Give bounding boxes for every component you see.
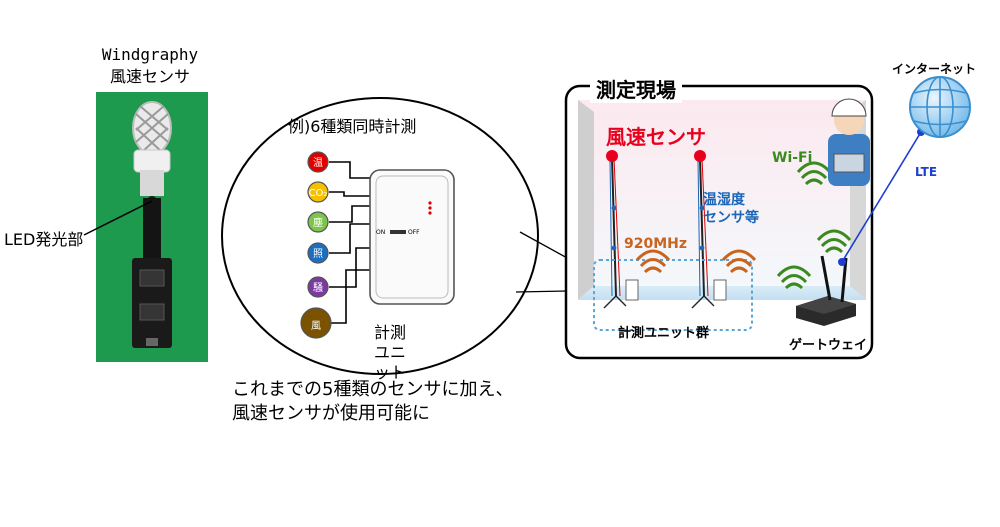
badge-wiring [329,161,370,324]
sensor-badge-label: 騒 [313,282,323,294]
unit-group-box [593,259,753,331]
internet-label: インターネット [892,62,977,76]
lte-link-line [841,131,922,263]
wind-sensor-photo [96,92,208,362]
sensor-title-line1: Windgraphy [101,45,199,64]
sensor-connector-block [132,258,172,348]
sensor-badge-circle [307,181,329,203]
sensor-badge-label: CO₂ [309,188,328,199]
led-label: LED発光部 [4,230,84,249]
sensor-badge-label: 塵 [313,216,323,229]
humidity-sensor-label: 温湿度 センサ等 [703,191,759,227]
sensor-title: Windgraphy 風速センサ [80,44,220,88]
measurement-unit-device [369,169,455,305]
frequency-label: 920MHz [624,236,688,252]
wind-sensor-illustration [132,101,172,348]
radio-wave-icon [635,249,757,274]
feature-note-line1: これまでの5種類のセンサに加え、 [232,379,514,400]
sensor-badge-dust: 塵 [307,211,329,233]
wind-sensor-pole-left [603,150,627,309]
sensor-badge-wind: 風 [300,307,332,339]
sensor-shaft [143,198,161,260]
site-unit-right [713,279,727,301]
sensor-title-line2: 風速センサ [109,67,190,86]
lte-label: LTE [915,165,938,179]
worker-icon [828,98,870,186]
sensor-badge-co2: CO₂ [307,181,329,203]
sensor-badge-circle [307,211,329,233]
example-title: 例)6種類同時計測 [288,117,417,136]
humidity-sensor-label-line1: 温湿度 [703,192,745,208]
switch-on-text: ON [376,229,385,236]
sensor-badge-label: 照 [313,248,323,260]
humidity-sensor-label-line2: センサ等 [703,210,759,226]
feature-note-line2: 風速センサが使用可能に [232,403,430,424]
globe-icon [909,76,971,138]
wind-sensor-pole-right [691,150,715,309]
switch-off-text: OFF [408,229,420,236]
sensor-badge-label: 風 [311,320,321,332]
wifi-icon [776,161,852,290]
measurement-unit-label: 計測 ユニット [368,323,412,383]
gateway-device-icon [796,255,856,326]
led-pointer-line [83,200,153,236]
lte-link-origin [838,258,846,266]
site-title: 測定現場 [590,74,682,103]
sensor-badge-temperature: 温 [307,151,329,173]
site-unit-left [625,279,639,301]
measurement-unit-label-line1: 計測 [373,323,406,342]
sensor-badge-circle [307,242,329,264]
sensor-badge-circle [307,276,329,298]
sensor-badge-light: 照 [307,242,329,264]
sensor-lattice-head [132,101,172,196]
sensor-badge-circle [307,151,329,173]
sensor-badge-noise: 騒 [307,276,329,298]
feature-note: これまでの5種類のセンサに加え、 風速センサが使用可能に [232,378,513,426]
site-wind-sensor-label: 風速センサ [606,125,706,149]
unit-group-label: 計測ユニット群 [618,326,710,341]
sensor-badge-label: 温 [313,157,323,169]
wifi-label: Wi-Fi [772,150,813,166]
sensor-badge-circle [300,307,332,339]
gateway-label: ゲートウェイ [789,338,868,353]
measurement-unit-label-line2: ユニット [373,343,406,382]
